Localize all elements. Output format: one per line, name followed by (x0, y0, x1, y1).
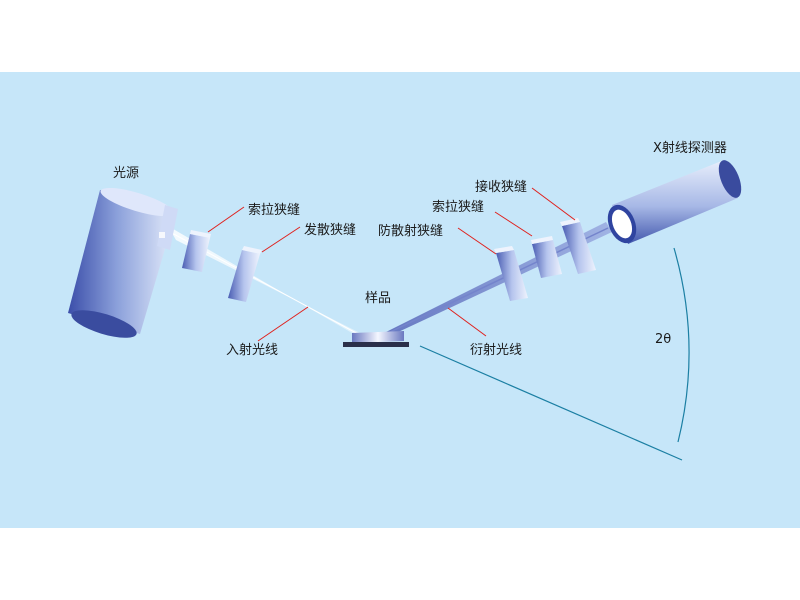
leader-lines (207, 187, 576, 342)
label-incident-ray: 入射光线 (226, 343, 279, 358)
angle-indicator (419, 247, 690, 461)
label-diffracted-ray: 衍射光线 (470, 343, 523, 358)
xray-source-tube (68, 187, 178, 338)
label-anti-scatter-slit: 防散射狭缝 (378, 224, 444, 239)
sample (343, 331, 409, 347)
label-detector: X射线探测器 (653, 141, 727, 156)
label-soller-slit-1: 索拉狭缝 (248, 203, 301, 218)
anti-scatter-slit (494, 246, 528, 301)
label-2theta: 2θ (655, 332, 672, 347)
label-divergence-slit: 发散狭缝 (304, 223, 357, 238)
label-soller-slit-2: 索拉狭缝 (432, 200, 485, 215)
xray-detector (607, 160, 742, 244)
soller-slit-2 (531, 236, 562, 278)
label-sample: 样品 (365, 291, 392, 306)
label-source: 光源 (113, 166, 140, 181)
label-receiving-slit: 接收狭缝 (475, 180, 528, 195)
soller-slit-1 (182, 230, 211, 272)
divergence-slit (228, 246, 262, 302)
